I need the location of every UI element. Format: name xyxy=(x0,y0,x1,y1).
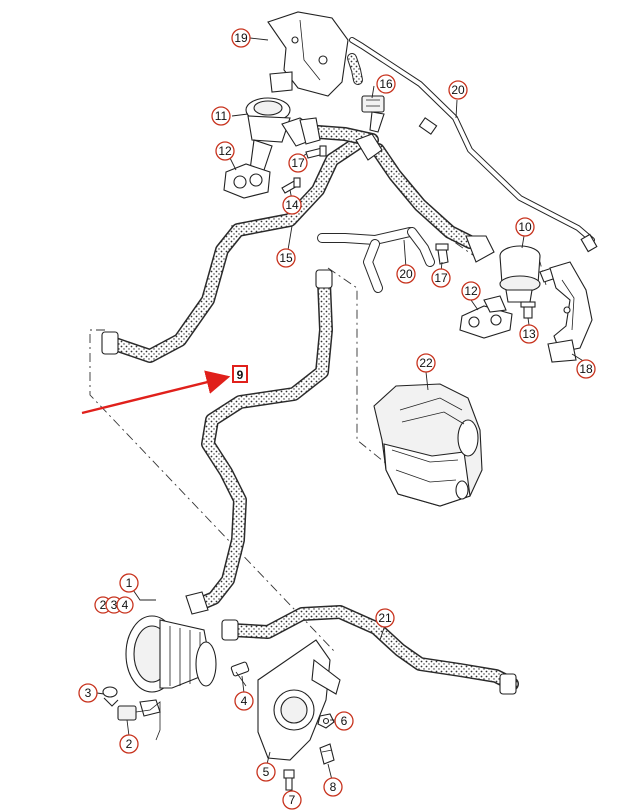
callout-15[interactable]: 15 xyxy=(276,248,296,268)
flange-12-lower xyxy=(459,295,513,339)
callout-label: 7 xyxy=(289,793,296,807)
pump-1 xyxy=(125,615,217,717)
callout-label: 6 xyxy=(341,714,348,728)
callout-13[interactable]: 13 xyxy=(519,324,539,344)
valve-10 xyxy=(499,245,557,303)
callout-12-lower[interactable]: 12 xyxy=(461,281,481,301)
bolt-7 xyxy=(283,769,295,791)
hose-21 xyxy=(221,605,519,695)
callout-6[interactable]: 6 xyxy=(334,711,354,731)
callout-17-upper[interactable]: 17 xyxy=(288,153,308,173)
callout-label: 22 xyxy=(419,356,433,370)
callout-label: 15 xyxy=(279,251,293,265)
callout-label: 20 xyxy=(451,83,465,97)
callout-3[interactable]: 3 xyxy=(78,683,98,703)
callout-label: 12 xyxy=(218,144,232,158)
callout-label: 17 xyxy=(291,156,305,170)
hose-20-lower xyxy=(317,227,435,293)
indicator-arrow xyxy=(81,370,231,415)
callout-label: 4 xyxy=(241,694,248,708)
hose-9 xyxy=(185,269,333,615)
callout-19[interactable]: 19 xyxy=(231,28,251,48)
highlight-callout-9[interactable]: 9 xyxy=(232,365,248,383)
callout-label: 3 xyxy=(85,686,92,700)
callout-16[interactable]: 16 xyxy=(376,74,396,94)
callout-label: 2 xyxy=(126,737,133,751)
fitting-4 xyxy=(230,661,250,687)
callout-20-upper[interactable]: 20 xyxy=(448,80,468,100)
callout-2[interactable]: 2 xyxy=(119,734,139,754)
callout-22[interactable]: 22 xyxy=(416,353,436,373)
callout-10[interactable]: 10 xyxy=(515,217,535,237)
callout-label: 17 xyxy=(434,271,448,285)
callout-1[interactable]: 1 xyxy=(119,573,139,593)
bracket-19 xyxy=(267,11,349,97)
bolt-14 xyxy=(281,177,301,194)
callout-label: 10 xyxy=(518,220,532,234)
callout-label: 11 xyxy=(215,109,228,123)
bolt-17-lower xyxy=(435,243,449,265)
callout-17-lower[interactable]: 17 xyxy=(431,268,451,288)
callout-4[interactable]: 4 xyxy=(234,691,254,711)
callout-label: 4 xyxy=(122,598,129,612)
callout-label: 8 xyxy=(330,780,337,794)
callout-12-upper[interactable]: 12 xyxy=(215,141,235,161)
bracket-18 xyxy=(547,261,593,363)
callout-label: 20 xyxy=(399,267,413,281)
valve-assembly-11 xyxy=(223,97,313,199)
connector-2 xyxy=(117,701,161,741)
bolt-17-upper xyxy=(305,145,327,159)
callout-label: 1 xyxy=(126,576,133,590)
connector-16 xyxy=(361,95,385,133)
callout-4-group[interactable]: 4 xyxy=(116,596,134,614)
bracket-5 xyxy=(257,639,341,761)
callout-label: 3 xyxy=(111,598,118,612)
callout-7[interactable]: 7 xyxy=(282,790,302,810)
callout-label: 21 xyxy=(378,611,392,625)
callout-label: 5 xyxy=(263,765,270,779)
callout-label: 2 xyxy=(100,598,107,612)
cover-22 xyxy=(373,383,483,507)
callout-18[interactable]: 18 xyxy=(576,359,596,379)
bolt-13 xyxy=(520,301,536,319)
nut-6 xyxy=(317,713,335,729)
vacuum-pipe-20-upper xyxy=(347,37,598,253)
grommet-3 xyxy=(102,686,119,707)
clip-8 xyxy=(319,743,335,765)
callout-5[interactable]: 5 xyxy=(256,762,276,782)
callout-14[interactable]: 14 xyxy=(282,195,302,215)
callout-label: 13 xyxy=(522,327,536,341)
callout-21[interactable]: 21 xyxy=(375,608,395,628)
callout-8[interactable]: 8 xyxy=(323,777,343,797)
highlight-callout-9-label: 9 xyxy=(237,368,244,382)
callout-label: 18 xyxy=(579,362,593,376)
callout-label: 12 xyxy=(464,284,478,298)
callout-label: 19 xyxy=(234,31,248,45)
callout-11[interactable]: 11 xyxy=(211,106,231,126)
callout-label: 14 xyxy=(285,198,299,212)
callout-label: 16 xyxy=(379,77,393,91)
hose-15 xyxy=(101,117,495,363)
callout-20-lower[interactable]: 20 xyxy=(396,264,416,284)
